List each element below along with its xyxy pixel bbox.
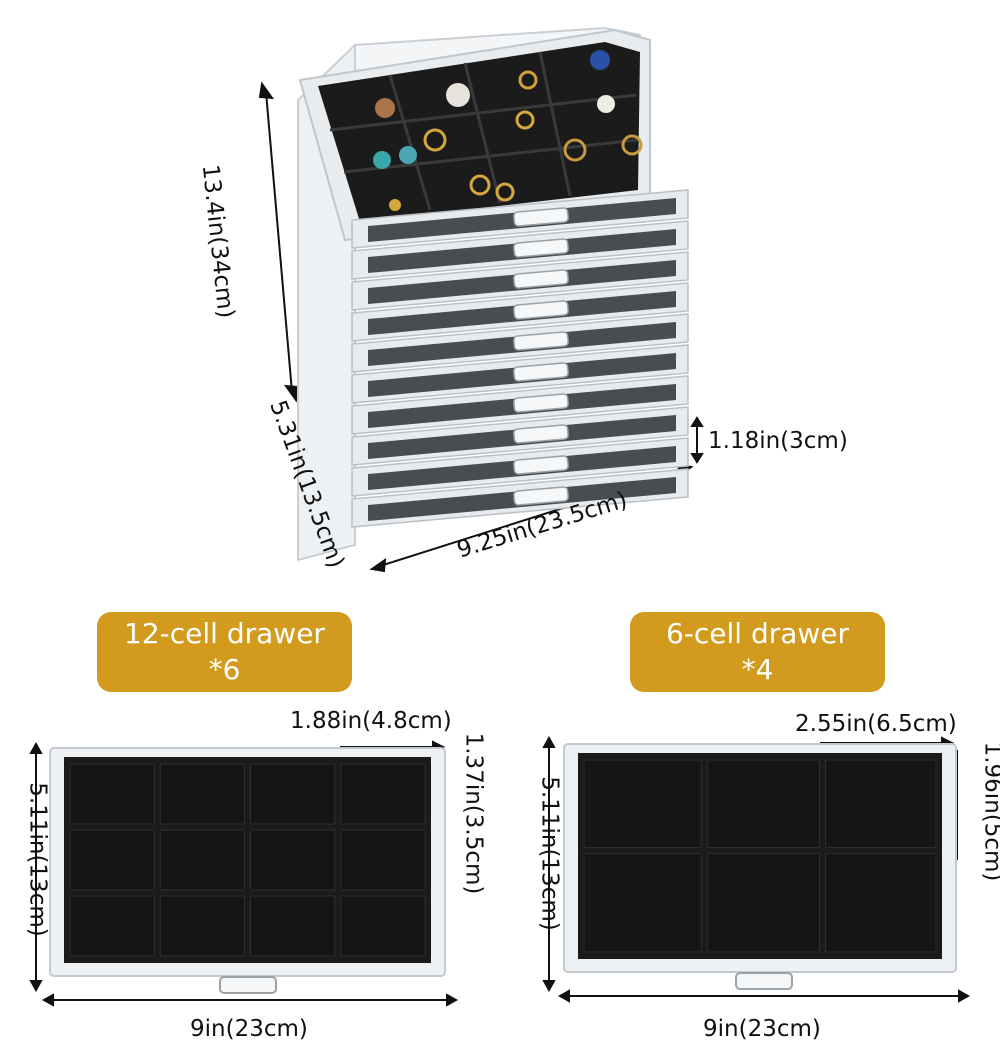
organizer-drawer-handle [513,300,569,320]
jewelry-items [373,50,643,211]
drawer-cell [159,763,245,825]
drawer-6-cell-width-label: 2.55in(6.5cm) [795,711,957,737]
organizer-drawer [351,437,689,497]
organizer-drawer [351,282,689,342]
drawer-stack [351,189,689,528]
organizer-drawer [351,189,689,249]
drawer-6-cell-grid [583,759,937,953]
top-jewelry-tray [298,28,651,242]
drawer-12-handle [219,976,277,994]
drawer-cell [69,829,155,891]
organizer-drawer-handle [513,362,569,382]
drawer-cell [69,895,155,957]
drawer-12-quantity: *6 [208,653,241,686]
organizer-drawer [351,375,689,435]
organizer-drawer [351,313,689,373]
drawer-cell [159,829,245,891]
organizer-drawer-handle [513,486,569,506]
drawer-cell [706,759,820,848]
drawer-height-label: 1.18in(3cm) [708,428,848,454]
drawer-cell [340,763,426,825]
drawer-cell [250,763,336,825]
drawer-cell [159,895,245,957]
drawer-cell [583,852,702,953]
drawer-height-dimension-line [690,416,704,464]
drawer-12-title-badge: 12-cell drawer *6 [97,612,352,692]
organizer-illustration [258,26,704,573]
organizer-drawer [351,468,689,528]
organizer-drawer-handle [513,269,569,289]
organizer-drawer [351,251,689,311]
drawer-6-handle [735,972,793,990]
organizer-drawer [351,220,689,280]
drawer-cell [250,829,336,891]
drawer-6-width-label: 9in(23cm) [703,1016,821,1042]
drawer-cell [825,759,937,848]
drawer-cell [825,852,937,953]
organizer-drawer [351,406,689,466]
drawer-cell [583,759,702,848]
drawer-12-width-label: 9in(23cm) [190,1016,308,1042]
drawer-cell [69,763,155,825]
organizer-drawer-handle [513,393,569,413]
organizer-drawer-handle [513,331,569,351]
drawer-6-title-badge: 6-cell drawer *4 [630,612,885,692]
drawer-6-quantity: *4 [741,653,774,686]
drawer-12-cell-width-label: 1.88in(4.8cm) [290,708,452,734]
drawer-12-title: 12-cell drawer [124,617,325,650]
organizer-drawer-handle [513,207,569,227]
organizer-drawer [351,344,689,404]
drawer-cell [250,895,336,957]
drawer-6-title: 6-cell drawer [665,617,850,650]
organizer-drawer-handle [513,424,569,444]
organizer-drawer-handle [513,238,569,258]
drawer-cell [706,852,820,953]
organizer-drawer-handle [513,455,569,475]
drawer-12-cell-grid [69,763,426,957]
drawer-cell [340,829,426,891]
drawer-cell [340,895,426,957]
